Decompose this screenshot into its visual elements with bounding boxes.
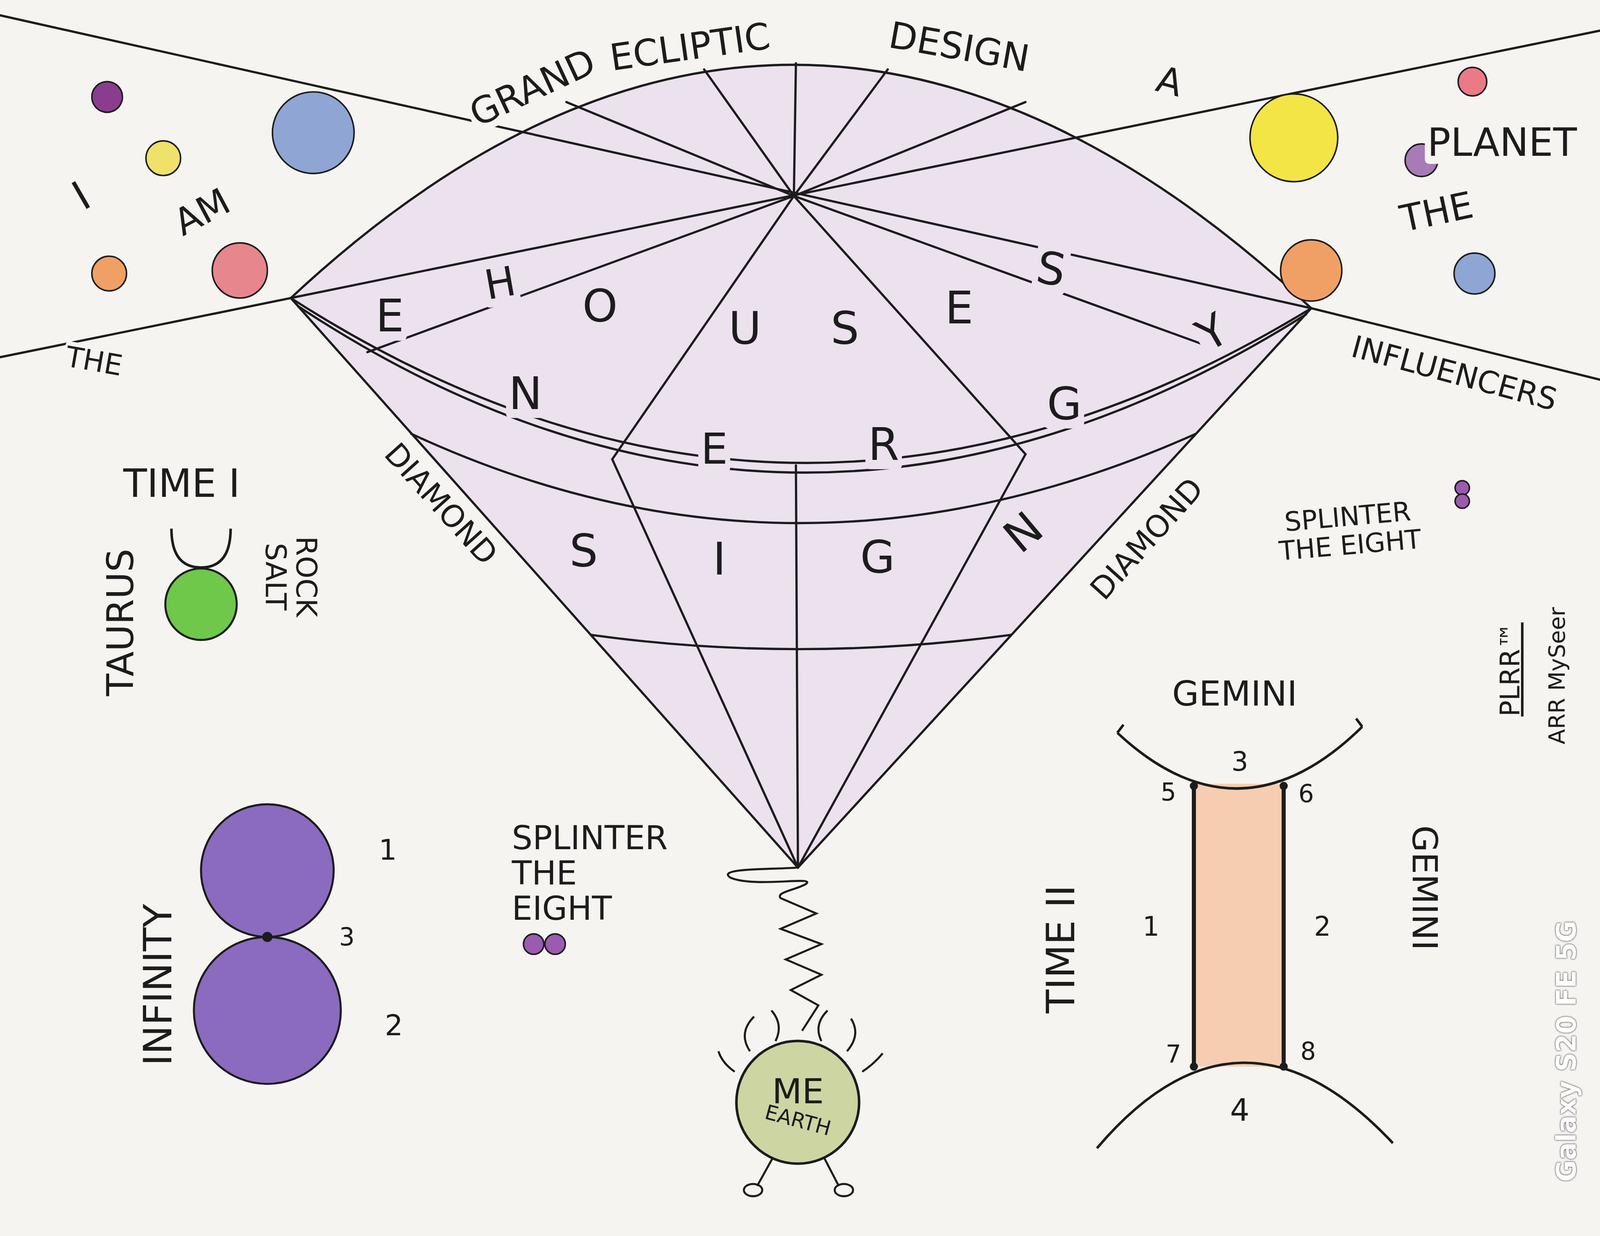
energy-squiggle xyxy=(718,867,883,1197)
word-label: THE xyxy=(1394,184,1480,240)
facet-letter: E xyxy=(698,425,731,473)
facet-letter: S xyxy=(566,526,601,575)
callout-number: 4 xyxy=(1227,1093,1252,1127)
callout-number: 8 xyxy=(1298,1037,1319,1065)
note-label: SPLINTER THE EIGHT xyxy=(1260,494,1438,567)
diamond-outline xyxy=(0,15,1600,868)
sign-label: GEMINI xyxy=(1169,675,1300,713)
taurus-symbol xyxy=(165,528,237,640)
facet-letter: G xyxy=(857,532,898,582)
title-word: DESIGN xyxy=(883,14,1035,80)
facet-letter: E xyxy=(372,292,407,341)
sign-label: TAURUS xyxy=(100,546,140,699)
watermark: Galaxy S20 FE 5G xyxy=(1552,918,1581,1185)
time-label: TIME II xyxy=(1040,882,1083,1016)
facet-letter: R xyxy=(865,420,902,470)
facet-letter: S xyxy=(828,304,862,353)
infinity-circles xyxy=(194,804,341,1084)
word-label: AM xyxy=(165,180,239,245)
callout-number: 2 xyxy=(1311,912,1334,941)
callout-number: 1 xyxy=(376,834,400,866)
callout-number: 6 xyxy=(1295,780,1317,808)
note-label: ROCK SALT xyxy=(259,533,322,620)
planet-circles xyxy=(91,67,1496,302)
title-word: A xyxy=(1149,58,1190,105)
sign-label: INFINITY xyxy=(137,901,180,1069)
earth-disc xyxy=(736,1040,860,1164)
earth-circle: MEEARTH xyxy=(734,1038,861,1166)
mark-label: PLRR™ xyxy=(1495,619,1525,719)
mark-label: ARR MySeer xyxy=(1544,604,1570,747)
word-label: I xyxy=(63,172,101,220)
gemini-symbol xyxy=(1096,718,1393,1149)
facet-letter: E xyxy=(942,283,976,333)
facet-letter: H xyxy=(478,258,522,309)
sign-label: GEMINI xyxy=(1405,822,1443,953)
callout-number: 3 xyxy=(1228,747,1251,776)
time-label: TIME I xyxy=(120,462,243,505)
facet-letter: I xyxy=(710,535,729,584)
facet-letter: U xyxy=(726,304,764,353)
word-label: THE xyxy=(60,340,127,382)
facet-letter: N xyxy=(506,369,545,418)
callout-number: 1 xyxy=(1140,912,1162,941)
callout-number: 2 xyxy=(382,1009,406,1041)
callout-number: 7 xyxy=(1163,1041,1184,1068)
callout-number: 5 xyxy=(1158,778,1179,806)
word-label: PLANET xyxy=(1424,121,1580,164)
note-label: SPLINTER THE EIGHT xyxy=(509,820,671,927)
facet-letter: O xyxy=(579,281,621,331)
facet-letter: G xyxy=(1044,379,1085,428)
callout-number: 3 xyxy=(336,923,358,950)
